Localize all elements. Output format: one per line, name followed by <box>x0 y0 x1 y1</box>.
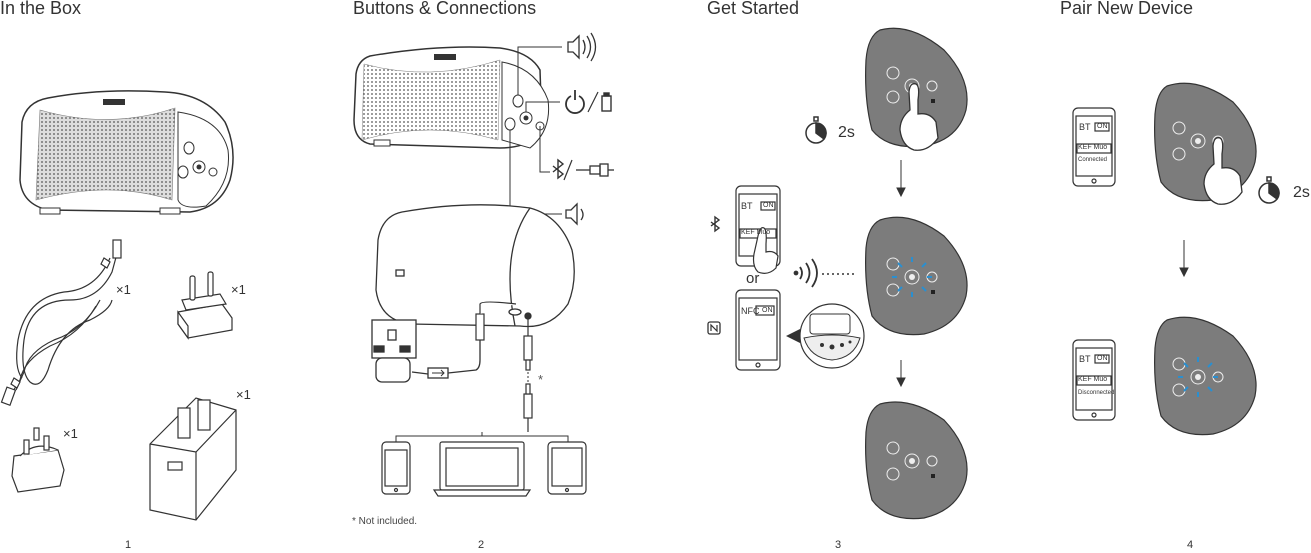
panel-title: Get Started <box>707 0 800 18</box>
timer-icon <box>1258 176 1280 204</box>
wireless-signal-icon <box>793 258 818 288</box>
speaker-face-bottom <box>865 401 968 520</box>
bluetooth-icon <box>710 215 721 233</box>
page-number: 3 <box>835 539 842 551</box>
phone-status-disconnected: Disconnected <box>1078 390 1115 396</box>
speaker-volume-down-icon <box>565 202 584 226</box>
cable-quantity: ×1 <box>116 282 131 297</box>
battery-icon <box>601 92 612 112</box>
phone-status-connected: Connected <box>1078 157 1108 163</box>
phone-bt-label: BT <box>741 201 753 211</box>
laptop-illustration <box>432 441 532 497</box>
eu-plug-illustration <box>177 271 233 340</box>
smartphone-illustration <box>381 441 411 495</box>
tablet-illustration <box>547 441 587 495</box>
led-blue-indicator <box>892 257 932 297</box>
led-blue-indicator <box>1178 357 1218 397</box>
phone-nfc-on-toggle: ON <box>762 307 773 314</box>
speaker-illustration <box>19 90 234 215</box>
phone-device-name: KEF Muo <box>1078 376 1108 383</box>
power-icon <box>565 90 585 114</box>
pair-device-illustration <box>1072 82 1280 436</box>
panel-buttons-connections: Buttons & Connections <box>350 0 677 553</box>
nfc-tap-illustration <box>786 303 865 369</box>
power-adapter-illustration <box>149 397 237 521</box>
bluetooth-icon <box>552 158 565 180</box>
adapter-quantity: ×1 <box>236 387 251 402</box>
phone-bt-on-toggle: ON <box>763 202 774 209</box>
not-included-marker: * <box>538 372 544 387</box>
phone-device-name: KEF Muo <box>1078 144 1108 151</box>
hold-duration-label: 2s <box>1293 184 1310 201</box>
connections-illustration <box>353 32 614 497</box>
not-included-note: * Not included. <box>352 516 418 527</box>
phone-bt-on-toggle: ON <box>1097 123 1108 130</box>
phone-bt-on-toggle: ON <box>1097 355 1108 362</box>
speaker-side-illustration <box>375 204 575 328</box>
page-number: 4 <box>1187 539 1194 551</box>
phone-nfc-label: NFC <box>741 306 760 316</box>
panel-get-started: Get Started <box>704 0 1031 553</box>
panel-pair-new-device: Pair New Device <box>1057 0 1311 553</box>
usb-cable-illustration <box>0 239 122 406</box>
timer-icon <box>805 116 827 144</box>
phone-device-name: KEF Muo <box>741 229 771 236</box>
phone-disconnected <box>1072 339 1116 421</box>
phone-nfc <box>735 289 781 371</box>
panel-in-the-box: In the Box <box>0 0 327 553</box>
page-number: 2 <box>478 539 485 551</box>
uk-plug-quantity: ×1 <box>63 426 78 441</box>
in-the-box-illustration <box>0 90 237 521</box>
or-label: or <box>746 270 760 287</box>
hold-duration-label: 2s <box>838 124 855 141</box>
finger-press-illustration <box>899 83 939 151</box>
speaker-volume-up-icon <box>567 32 597 62</box>
uk-plug-illustration <box>11 427 65 493</box>
usb-icon <box>432 369 445 377</box>
phone-bt-label: BT <box>1079 122 1091 132</box>
speaker-illustration <box>353 46 550 149</box>
finger-tap-illustration <box>752 227 779 274</box>
phone-bt-label: BT <box>1079 354 1091 364</box>
aux-jack-icon <box>576 163 614 177</box>
page-number: 1 <box>125 539 132 551</box>
get-started-illustration <box>707 27 968 520</box>
phone-connected <box>1072 107 1116 187</box>
wall-plug-illustration <box>371 319 481 383</box>
speaker-face-bottom <box>1154 316 1257 436</box>
nfc-icon <box>707 321 721 335</box>
finger-press-illustration <box>1203 137 1243 205</box>
speaker-face-middle <box>865 216 968 336</box>
eu-plug-quantity: ×1 <box>231 282 246 297</box>
panel-title: Buttons & Connections <box>353 0 537 18</box>
panel-title: In the Box <box>0 0 82 18</box>
panel-title: Pair New Device <box>1060 0 1194 18</box>
